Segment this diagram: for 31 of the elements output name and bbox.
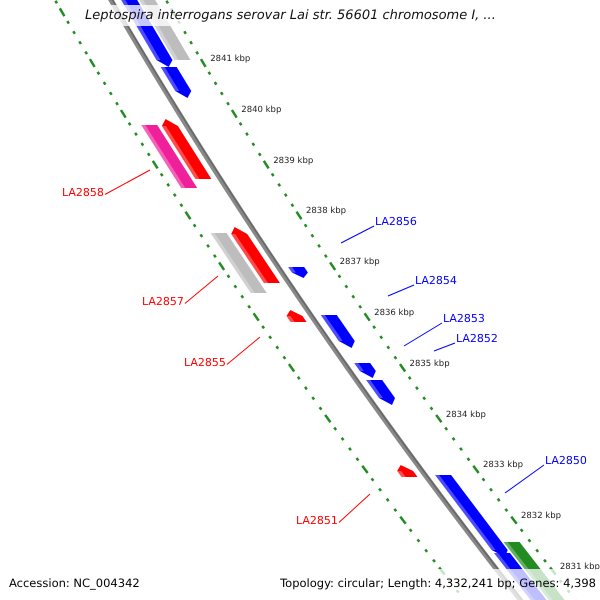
- leader-line: [434, 342, 456, 352]
- gene-label: LA2854: [415, 274, 457, 287]
- gene-label: LA2851: [296, 514, 338, 527]
- gene-label: LA2850: [545, 454, 587, 467]
- scale-label: 2834 kbp: [446, 410, 486, 420]
- leader-line: [340, 226, 374, 244]
- leader-line: [184, 276, 218, 304]
- gene-label: LA2855: [184, 356, 226, 369]
- scale-label: 2833 kbp: [482, 460, 524, 470]
- scale-label: 2837 kbp: [340, 257, 380, 268]
- leader-line: [504, 464, 544, 494]
- scale-label: 2839 kbp: [273, 156, 314, 166]
- gene-label: LA2856: [375, 215, 417, 228]
- leader-line: [104, 170, 150, 195]
- gene-label: LA2857: [142, 295, 184, 308]
- leader-line: [388, 284, 414, 296]
- scale-label: 2838 kbp: [306, 206, 346, 216]
- scale-label: 2831 kbp: [560, 562, 600, 572]
- scale-label: 2836 kbp: [374, 308, 414, 318]
- gene-label: LA2853: [443, 312, 485, 325]
- leader-line: [338, 494, 370, 523]
- leader-line: [226, 336, 260, 365]
- scale-label: 2835 kbp: [410, 358, 450, 369]
- accession-text: Accession: NC_004342: [9, 576, 140, 590]
- leader-line: [404, 322, 442, 346]
- gene-label: LA2858: [62, 186, 104, 199]
- scale-label: 2840 kbp: [241, 104, 282, 115]
- scale-label: 2841 kbp: [210, 54, 250, 64]
- scale-label: 2832 kbp: [520, 511, 562, 522]
- gene-label: LA2852: [456, 332, 498, 345]
- genome-summary: Topology: circular; Length: 4,332,241 bp; Genes: 4,398: [280, 576, 596, 590]
